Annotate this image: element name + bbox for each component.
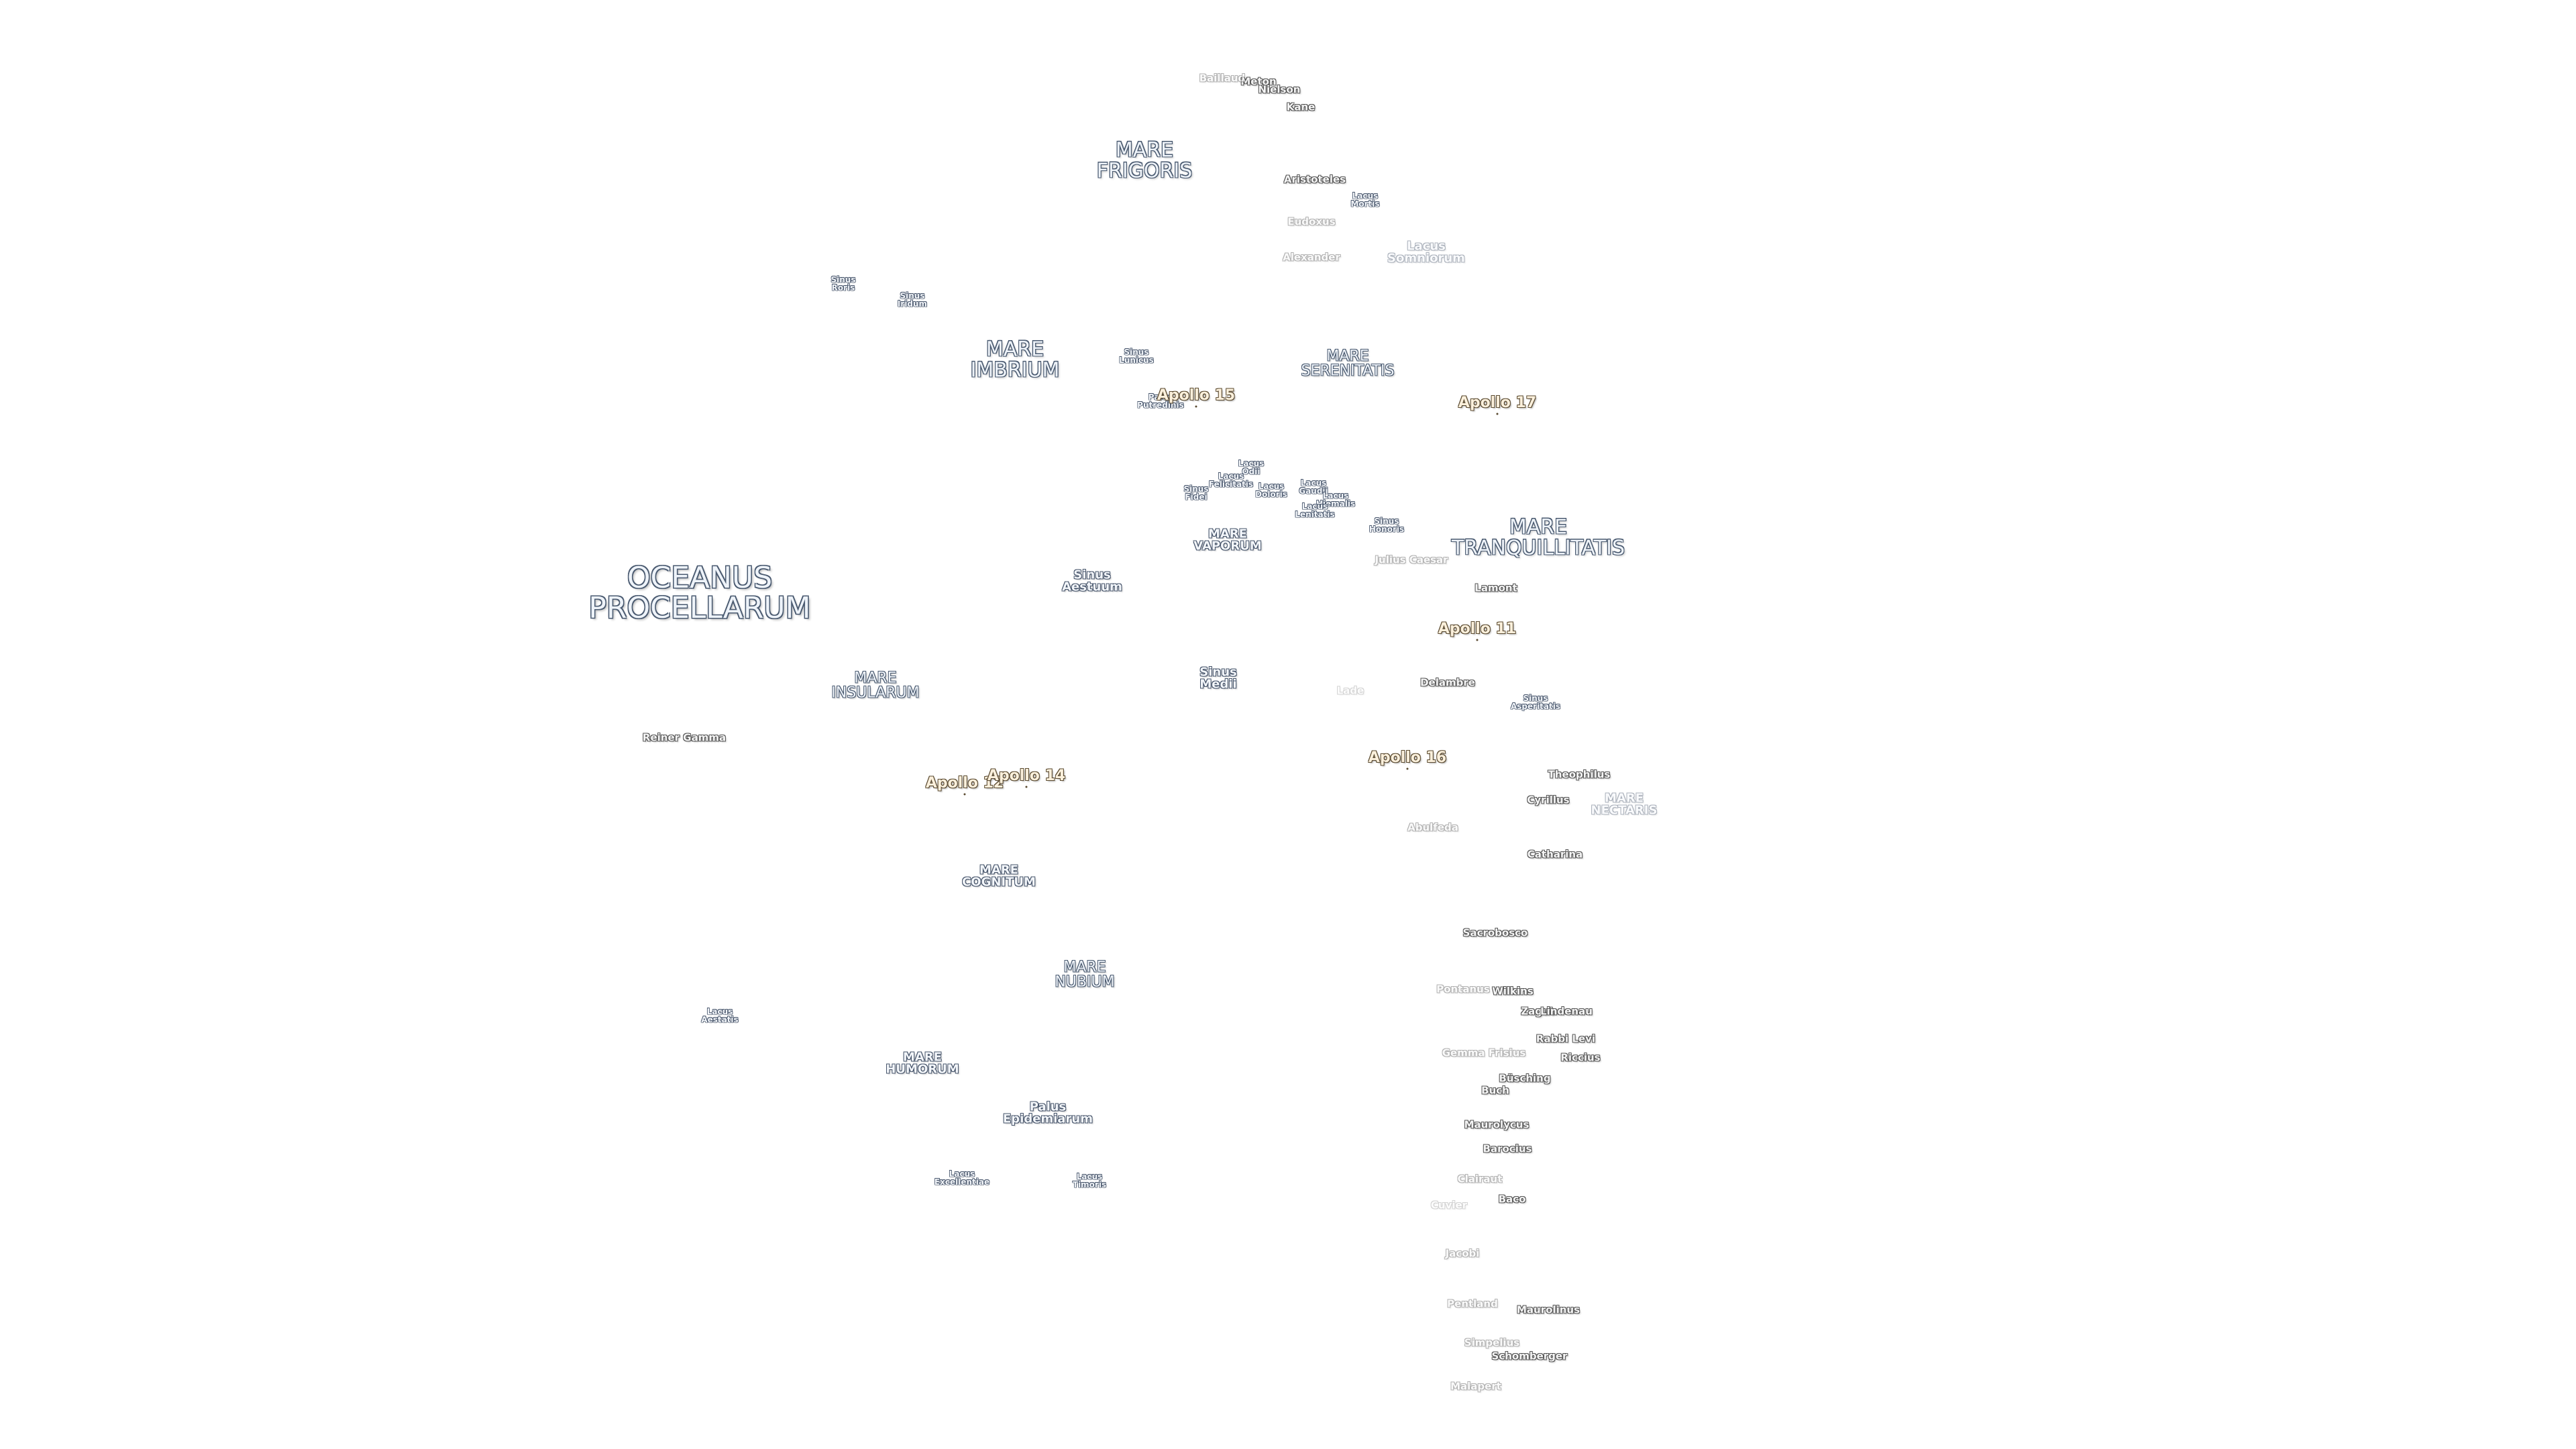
crater-maurolinus-label: Maurolinus — [1517, 1303, 1580, 1316]
palus-putredinis-label: Palus Putredinis — [1137, 392, 1184, 410]
crater-abulfeda-label: Abulfeda — [1407, 821, 1458, 834]
crater-schomberger-label: Schomberger — [1491, 1350, 1568, 1362]
crater-reiner-gamma-label: Reiner Gamma — [642, 731, 727, 744]
apollo-16-label: Apollo 16 — [1368, 749, 1447, 766]
crater-barocius-label: Barocius — [1483, 1142, 1532, 1155]
apollo-15-label: Apollo 15 — [1157, 386, 1236, 404]
lacus-odii-label: Lacus Odii — [1238, 458, 1265, 476]
apollo-17-label: Apollo 17 — [1458, 394, 1537, 411]
crater-busching-label: Büsching — [1499, 1072, 1551, 1085]
mare-insularum-label: MARE INSULARUM — [831, 669, 920, 702]
crater-pontanus-label: Pontanus — [1436, 983, 1490, 996]
palus-epidemiarum-label: Palus Epidemiarum — [1003, 1099, 1093, 1126]
crater-simpelius-label: Simpelius — [1464, 1336, 1520, 1349]
crater-cyrillus-label: Cyrillus — [1527, 794, 1570, 806]
crater-gemma-frisius-label: Gemma Frisius — [1442, 1046, 1526, 1059]
mare-cognitum-label: MARE COGNITUM — [962, 863, 1036, 890]
crater-alexander-label: Alexander — [1283, 251, 1340, 264]
crater-wilkins-label: Wilkins — [1492, 985, 1534, 998]
lacus-aestatis-label: Lacus Aestatis — [701, 1006, 739, 1024]
crater-baillaud-label: Baillaud — [1199, 72, 1246, 85]
apollo-12-site-marker — [963, 793, 966, 796]
sinus-medii-label: Sinus Medii — [1199, 665, 1237, 692]
mare-imbrium-label: MARE IMBRIUM — [970, 337, 1060, 382]
lacus-doloris-label: Lacus Doloris — [1255, 481, 1287, 499]
sinus-lunicus-label: Sinus Lunicus — [1119, 347, 1154, 365]
lacus-hiemalis-label: Lacus Hiemalis — [1316, 490, 1356, 508]
crater-julius-caesar-label: Julius Caesar — [1375, 553, 1448, 566]
apollo-11-label: Apollo 11 — [1438, 620, 1517, 637]
crater-sacrobosco-label: Sacrobosco — [1462, 926, 1528, 939]
crater-lade-label: Lade — [1336, 684, 1364, 697]
mare-vaporum-label: MARE VAPORUM — [1193, 527, 1262, 553]
crater-riccius-label: Riccius — [1560, 1051, 1601, 1064]
crater-malapert-label: Malapert — [1450, 1380, 1501, 1393]
apollo-12-label: Apollo 12 — [925, 774, 1004, 792]
mare-humorum-label: MARE HUMORUM — [885, 1050, 959, 1077]
crater-maurolycus-label: Maurolycus — [1464, 1118, 1529, 1131]
crater-jacobi-label: Jacobi — [1445, 1247, 1480, 1260]
crater-cuvier-label: Cuvier — [1430, 1199, 1468, 1212]
crater-pentland-label: Pentland — [1447, 1297, 1498, 1310]
crater-lindenau-label: Lindenau — [1540, 1005, 1593, 1018]
sinus-honoris-label: Sinus Honoris — [1368, 516, 1405, 534]
crater-rabbi-levi-label: Rabbi Levi — [1536, 1032, 1596, 1045]
crater-eudoxus-label: Eudoxus — [1287, 215, 1336, 228]
lacus-somniorum-label: Lacus Somniorum — [1387, 239, 1465, 266]
oceanus-procellarum-label: OCEANUS PROCELLARUM — [588, 561, 811, 625]
apollo-14-label: Apollo 14 — [987, 767, 1066, 784]
apollo-17-site-marker — [1496, 413, 1499, 415]
lacus-excellentiae-label: Lacus Excellentiae — [934, 1169, 990, 1187]
lacus-timoris-label: Lacus Timoris — [1072, 1171, 1107, 1189]
crater-aristoteles-label: Aristoteles — [1283, 173, 1346, 186]
crater-meton-label: Meton — [1240, 75, 1277, 88]
crater-delambre-label: Delambre — [1420, 676, 1475, 689]
crater-theophilus-label: Theophilus — [1548, 768, 1611, 781]
mare-tranquillitatis-label: MARE TRANQUILLITATIS — [1451, 515, 1625, 559]
lacus-gaudii-label: Lacus Gaudii — [1299, 478, 1328, 496]
mare-serenitatis-label: MARE SERENITATIS — [1301, 347, 1395, 380]
mare-frigoris-label: MARE FRIGORIS — [1096, 138, 1193, 182]
lacus-mortis-label: Lacus Mortis — [1350, 191, 1380, 209]
lacus-felicitatis-label: Lacus Felicitatis — [1208, 471, 1254, 489]
crater-baco-label: Baco — [1498, 1193, 1526, 1205]
apollo-14-site-marker — [1025, 786, 1028, 788]
sinus-iridum-label: Sinus Iridum — [897, 290, 928, 309]
crater-clairaut-label: Clairaut — [1457, 1173, 1503, 1185]
sinus-fidei-label: Sinus Fidei — [1183, 484, 1209, 502]
apollo-16-site-marker — [1406, 767, 1409, 770]
crater-buch-label: Buch — [1481, 1084, 1509, 1097]
crater-catharina-label: Catharina — [1527, 848, 1583, 861]
crater-zagut-label: Zagut — [1521, 1005, 1554, 1018]
sinus-aestuum-label: Sinus Aestuum — [1062, 568, 1122, 594]
sinus-roris-label: Sinus Roris — [830, 274, 856, 292]
crater-kane-label: Kane — [1286, 101, 1316, 113]
apollo-15-site-marker — [1195, 405, 1197, 408]
mare-nubium-label: MARE NUBIUM — [1055, 959, 1115, 991]
lacus-lenitatis-label: Lacus Lenitatis — [1295, 501, 1335, 519]
crater-lamont-label: Lamont — [1474, 582, 1517, 594]
crater-nielson-label: Nielson — [1258, 83, 1301, 96]
mare-nectaris-label: MARE NECTARIS — [1591, 791, 1658, 818]
sinus-asperitatis-label: Sinus Asperitatis — [1510, 693, 1561, 711]
apollo-11-site-marker — [1476, 639, 1479, 641]
